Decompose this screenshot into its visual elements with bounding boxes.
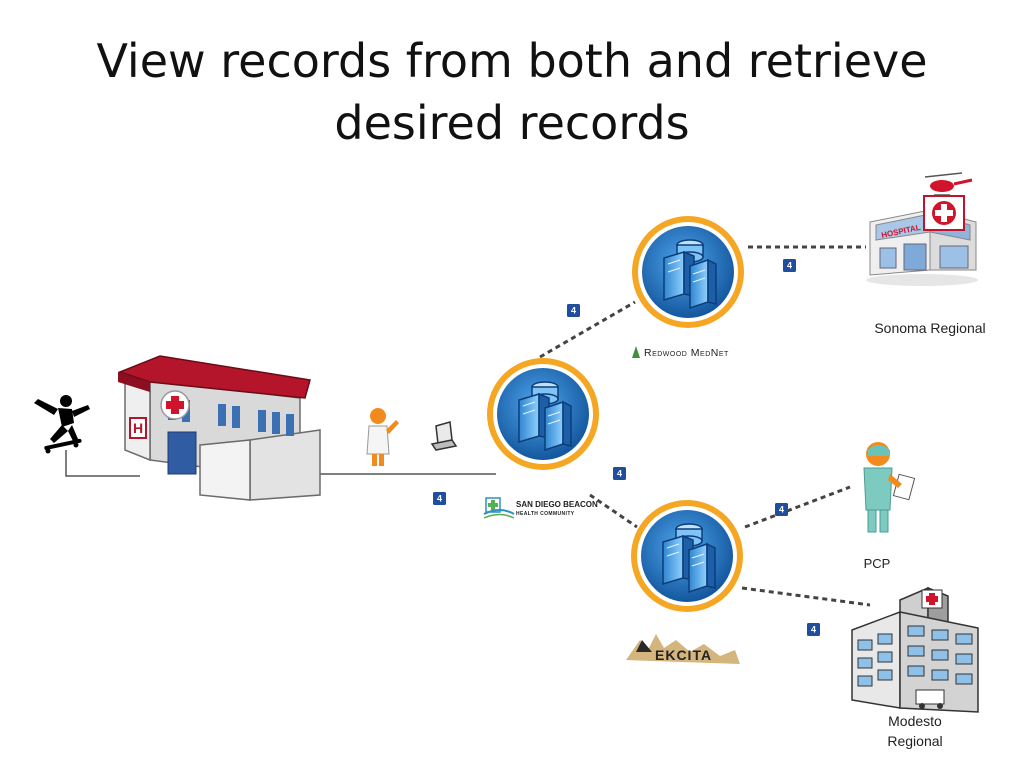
san-diego-beacon-label: SAN DIEGO BEACON	[516, 500, 598, 509]
health-community-label: HEALTH COMMUNITY	[516, 511, 575, 517]
ekcita-logo: EKCITA	[626, 634, 740, 664]
slide-title: View records from both and retrieve desi…	[0, 30, 1024, 154]
doctor-icon	[366, 408, 399, 466]
link-ekcita-to-pcp	[744, 485, 851, 529]
link-ekcita-to-modesto	[741, 586, 871, 607]
modesto-label-line-2: Regional	[887, 733, 942, 749]
san-diego-beacon-logo: SAN DIEGO BEACON HEALTH COMMUNITY	[483, 497, 598, 519]
svg-text:4: 4	[437, 494, 442, 504]
svg-text:4: 4	[571, 306, 576, 316]
slide-title-line-2: desired records	[334, 96, 690, 150]
pcp-physician-icon	[863, 442, 916, 533]
svg-text:H: H	[133, 420, 143, 436]
sonoma-hospital-icon: HOSPITAL	[866, 172, 978, 286]
step-badge: 4	[783, 259, 796, 272]
step-badge: 4	[807, 623, 820, 636]
laptop-icon	[430, 421, 458, 451]
ekcita-hub-icon	[630, 499, 744, 613]
step-badge: 4	[613, 467, 626, 480]
pcp-label: PCP	[864, 556, 891, 571]
step-badges: 4 4 4 4 4 4	[433, 259, 820, 636]
step-badge: 4	[567, 304, 580, 317]
svg-text:4: 4	[779, 505, 784, 515]
redwood-mednet-label: Redwood MedNet	[644, 347, 729, 359]
hospital-building-icon: H	[117, 355, 321, 501]
svg-text:4: 4	[811, 625, 816, 635]
connection-lines	[65, 245, 871, 607]
modesto-label-line-1: Modesto	[888, 713, 942, 729]
sonoma-regional-label: Sonoma Regional	[874, 320, 985, 336]
redwood-mednet-hub-icon	[631, 215, 745, 329]
svg-text:4: 4	[787, 261, 792, 271]
helicopter-icon	[924, 172, 973, 196]
svg-text:4: 4	[617, 469, 622, 479]
skateboarder-icon	[34, 395, 90, 454]
link-skater-to-hospital	[65, 450, 140, 477]
ekcita-label: EKCITA	[655, 647, 712, 663]
step-badge: 4	[433, 492, 446, 505]
redwood-mednet-logo: Redwood MedNet	[632, 346, 729, 359]
san-diego-beacon-hub-icon	[486, 357, 600, 471]
step-badge: 4	[775, 503, 788, 516]
modesto-hospital-icon	[851, 586, 979, 713]
link-san-diego-to-redwood	[539, 300, 636, 359]
link-san-diego-to-ekcita	[589, 493, 638, 529]
slide-title-line-1: View records from both and retrieve	[96, 34, 928, 88]
